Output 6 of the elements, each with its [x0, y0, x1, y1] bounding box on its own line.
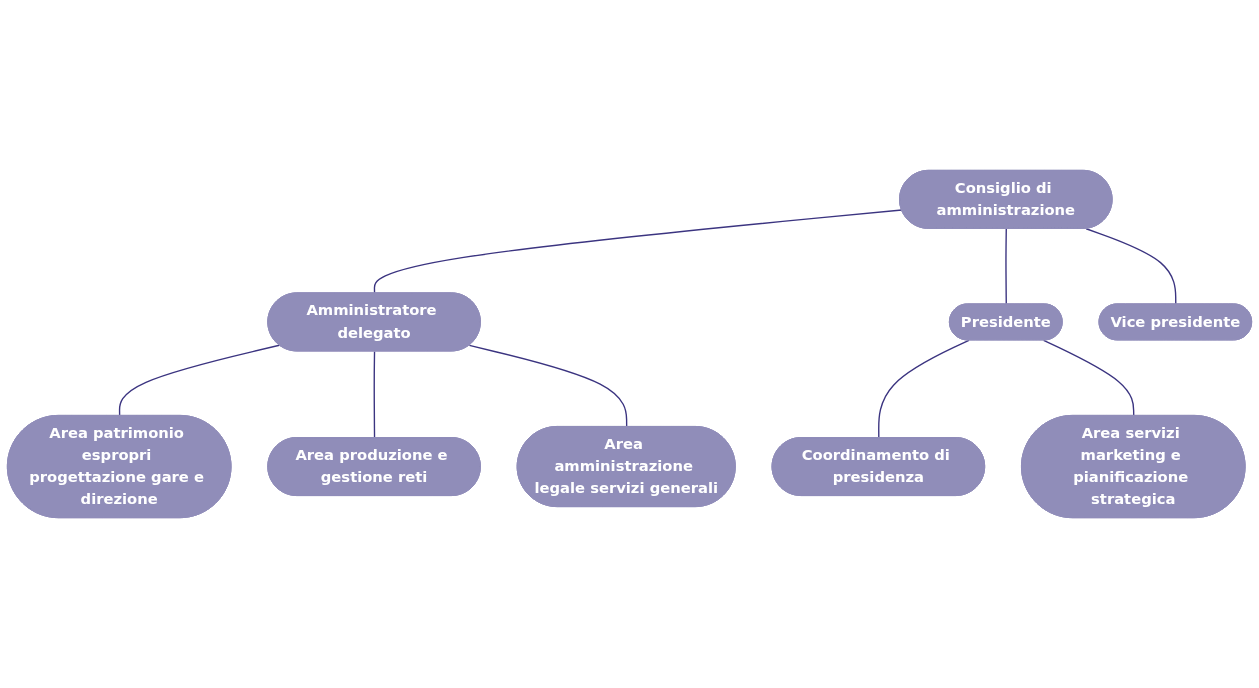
connector: [1042, 339, 1135, 417]
connector: [118, 344, 281, 417]
connector: [468, 344, 628, 428]
connector: [878, 339, 970, 439]
connector: [373, 350, 376, 439]
connector: [373, 209, 903, 294]
